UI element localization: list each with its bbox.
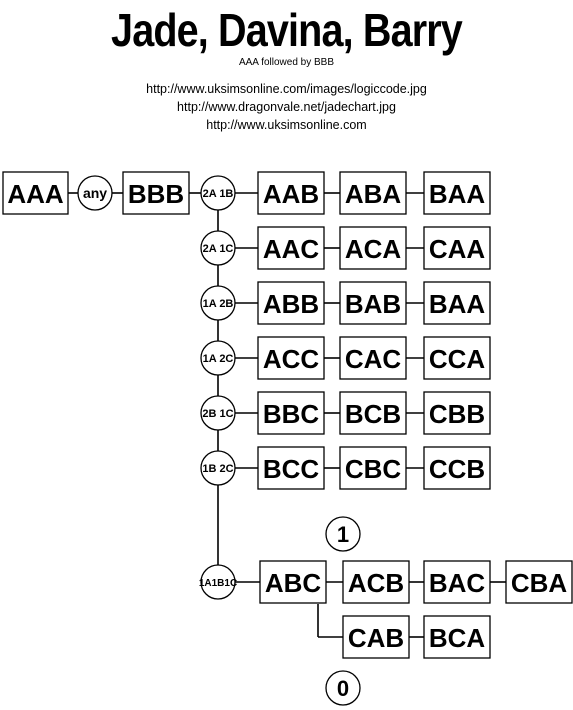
group-node-label: 2A 1C <box>203 243 234 255</box>
group-node-1: 2A 1B <box>200 175 236 211</box>
source-link-1[interactable]: http://www.uksimsonline.com/images/logic… <box>146 82 427 96</box>
sequence-box-label: CBC <box>345 454 402 484</box>
final-group-node: 1A1B1C <box>199 564 237 600</box>
sequence-box: CCA <box>423 336 491 380</box>
box-start: AAA <box>2 171 69 215</box>
sequence-box-label: CBA <box>511 568 568 598</box>
box-next-label: BBB <box>128 179 184 209</box>
marker-bottom-label: 0 <box>337 676 349 701</box>
box-start-label: AAA <box>7 179 64 209</box>
sequence-box-label: CBB <box>429 399 485 429</box>
group-node-2: 2A 1C <box>200 230 236 266</box>
sequence-box: AAC <box>257 226 325 270</box>
group-node-label: 1A 2B <box>203 298 234 310</box>
connector-lines <box>68 192 343 638</box>
connector-node-any: any <box>77 175 113 211</box>
sequence-box: BBC <box>257 391 325 435</box>
sequence-box-label: CAA <box>429 234 486 264</box>
sequence-box: CBB <box>423 391 491 435</box>
sequence-box: BAA <box>423 171 491 215</box>
marker-bottom: 0 <box>325 670 361 706</box>
connector-node-any-label: any <box>83 185 107 201</box>
group-node-label: 2B 1C <box>202 408 233 420</box>
group-node-label: 1B 2C <box>202 463 233 475</box>
sequence-box-label: BCA <box>429 623 486 653</box>
group-node-label: 2A 1B <box>203 188 234 200</box>
marker-top: 1 <box>325 516 361 552</box>
sequence-box-label: CCA <box>429 344 486 374</box>
sequence-box-label: ACA <box>345 234 402 264</box>
sequence-box-label: AAB <box>263 179 319 209</box>
sequence-box-label: CCB <box>429 454 485 484</box>
sequence-box-label: CAC <box>345 344 402 374</box>
sequence-box: ABC <box>259 560 327 604</box>
sequence-box: CBA <box>505 560 573 604</box>
final-group-node-label: 1A1B1C <box>199 578 237 589</box>
group-node-4: 1A 2C <box>200 340 236 376</box>
sequence-box: BCC <box>257 446 325 490</box>
sequence-box: CCB <box>423 446 491 490</box>
source-link-3[interactable]: http://www.uksimsonline.com <box>206 118 367 132</box>
sequence-box-label: ABB <box>263 289 319 319</box>
marker-top-label: 1 <box>337 522 349 547</box>
sequence-box-label: ABC <box>265 568 322 598</box>
sequence-box: BAC <box>423 560 491 604</box>
source-link-2[interactable]: http://www.dragonvale.net/jadechart.jpg <box>177 100 396 114</box>
sequence-box-label: BAA <box>429 289 486 319</box>
sequence-box: BAA <box>423 281 491 325</box>
page-subtitle: AAA followed by BBB <box>238 57 335 68</box>
sequence-box-label: ACC <box>263 344 320 374</box>
sequence-box-label: BCC <box>263 454 320 484</box>
sequence-box: BAB <box>339 281 407 325</box>
sequence-box: CAC <box>339 336 407 380</box>
sequence-box-label: ACB <box>348 568 404 598</box>
group-node-3: 1A 2B <box>200 285 236 321</box>
box-next: BBB <box>122 171 190 215</box>
sequence-box: ACA <box>339 226 407 270</box>
sequence-box: AAB <box>257 171 325 215</box>
sequence-box-label: BBC <box>263 399 320 429</box>
group-node-5: 2B 1C <box>200 395 236 431</box>
sequence-box: ABA <box>339 171 407 215</box>
sequence-box-label: ABA <box>345 179 402 209</box>
sequence-box: CBC <box>339 446 407 490</box>
group-node-6: 1B 2C <box>200 450 236 486</box>
sequence-box: CAA <box>423 226 491 270</box>
groups-layer: 2A 1B AAB ABA BAA 2A 1C AAC ACA CAA 1A 2B ABB BAB B… <box>200 171 491 490</box>
sequence-box-label: BAB <box>345 289 401 319</box>
sequence-box: ACC <box>257 336 325 380</box>
sequence-box-label: BAC <box>429 568 486 598</box>
group-node-label: 1A 2C <box>203 353 234 365</box>
sequence-box-label: AAC <box>263 234 320 264</box>
sequence-box-label: CAB <box>348 623 404 653</box>
sequence-box: ABB <box>257 281 325 325</box>
sequence-box: BCB <box>339 391 407 435</box>
sequence-box-label: BAA <box>429 179 486 209</box>
sequence-box-label: BCB <box>345 399 401 429</box>
sequence-box: BCA <box>423 615 491 659</box>
sequence-box: ACB <box>342 560 410 604</box>
final-layer: ABC ACB BAC CBA CAB BCA <box>235 560 573 659</box>
page-title: Jade, Davina, Barry <box>111 4 463 56</box>
sequence-box: CAB <box>342 615 410 659</box>
